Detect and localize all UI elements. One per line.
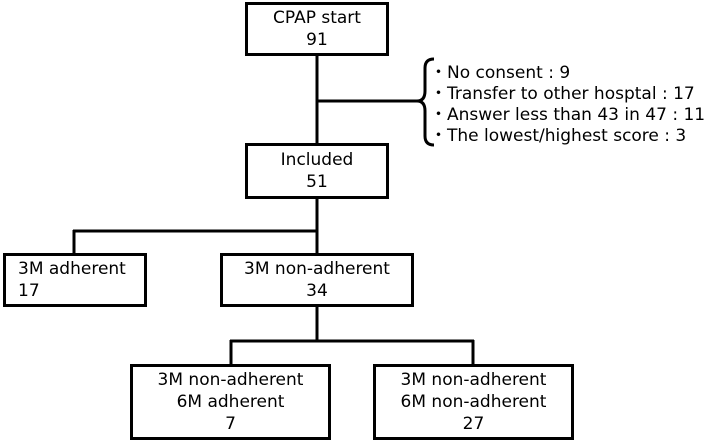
3m-non-6m-non-adherent-line2: 6M non-adherent [400,392,547,412]
included-box: Included 51 [245,143,389,199]
3m-non-6m-non-adherent-box: 3M non-adherent 6M non-adherent 27 [373,364,574,440]
exclusion-item: ・No consent : 9 [430,63,571,83]
3m-non-6m-adherent-line2: 6M adherent [176,392,285,412]
cpap-start-box: CPAP start 91 [245,2,389,56]
included-label: Included [280,150,354,170]
3m-non-6m-adherent-count: 7 [225,414,236,434]
exclusion-item: ・Answer less than 43 in 47 : 11 [430,105,706,125]
cpap-start-count: 91 [306,30,328,50]
3m-adherent-box: 3M adherent 17 [3,253,147,307]
exclusion-item: ・The lowest/highest score : 3 [430,126,687,146]
3m-non-adherent-box: 3M non-adherent 34 [220,253,414,307]
exclusions-brace [416,57,435,147]
3m-non-6m-adherent-box: 3M non-adherent 6M adherent 7 [130,364,331,440]
exclusion-list: ・No consent : 9 ・Transfer to other hospt… [430,63,705,147]
3m-non-6m-adherent-line1: 3M non-adherent [157,370,304,390]
3m-non-adherent-label: 3M non-adherent [244,259,390,279]
3m-non-6m-non-adherent-line1: 3M non-adherent [400,370,547,390]
3m-non-6m-non-adherent-count: 27 [462,414,485,434]
3m-non-adherent-count: 34 [306,281,328,301]
cpap-start-label: CPAP start [273,8,361,28]
3m-adherent-count: 17 [18,281,40,301]
included-count: 51 [306,172,328,192]
exclusion-item: ・Transfer to other hosptal : 17 [430,84,695,104]
3m-adherent-label: 3M adherent [18,259,126,279]
